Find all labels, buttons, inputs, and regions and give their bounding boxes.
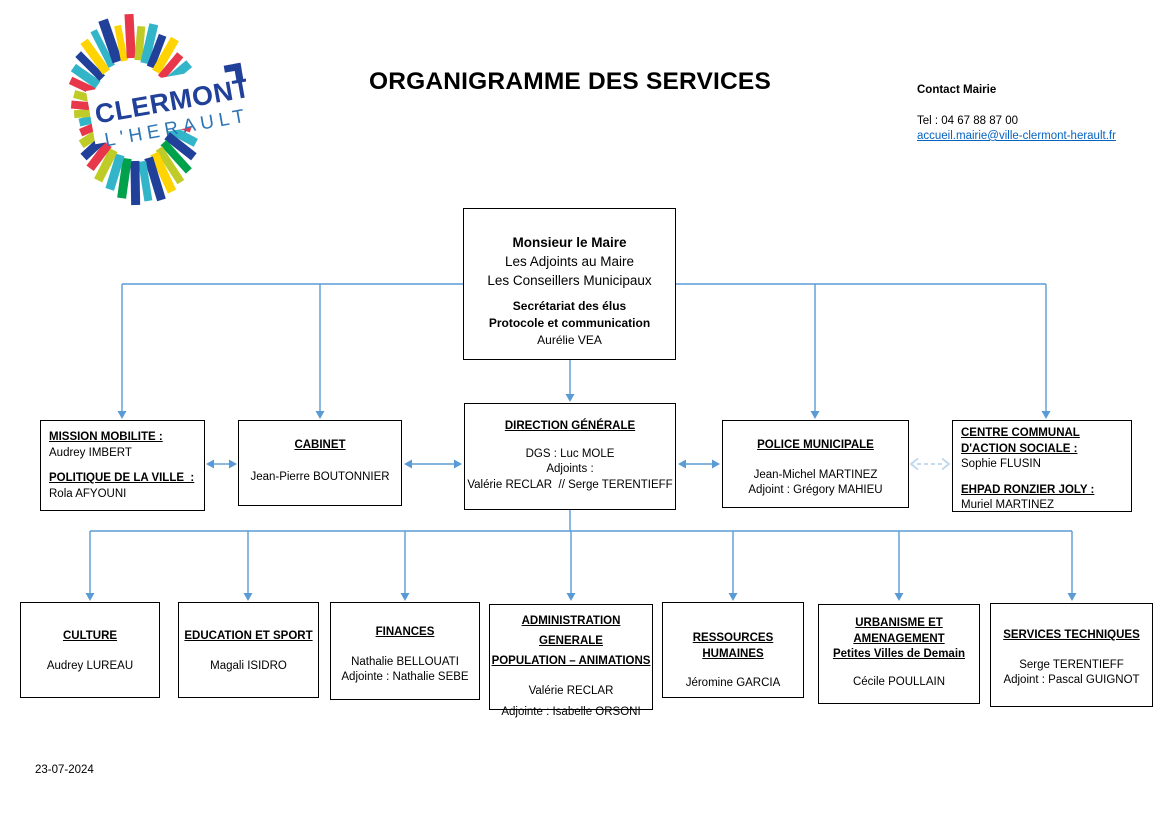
rh-name: Jéromine GARCIA bbox=[685, 677, 781, 690]
administration-generale-box: ADMINISTRATION GENERALE POPULATION – ANI… bbox=[489, 604, 653, 718]
urbanisme-title-line2: AMENAGEMENT bbox=[853, 632, 945, 645]
direction-generale-title: DIRECTION GÉNÉRALE bbox=[504, 420, 636, 432]
culture-title: CULTURE bbox=[62, 630, 118, 642]
services-techniques-title: SERVICES TECHNIQUES bbox=[1003, 629, 1140, 641]
police-municipale-box: POLICE MUNICIPALE Jean-Michel MARTINEZ A… bbox=[722, 420, 909, 508]
politique-ville-heading: POLITIQUE DE LA VILLE : bbox=[49, 472, 195, 485]
town-logo: CLERMONT L'HERAULT bbox=[68, 13, 246, 206]
direction-generale-box: DIRECTION GÉNÉRALE DGS : Luc MOLE Adjoin… bbox=[464, 403, 676, 510]
contact-block: Contact Mairie Tel : 04 67 88 87 00 accu… bbox=[917, 83, 1157, 144]
ccas-name: Sophie FLUSIN bbox=[961, 458, 1041, 471]
culture-box: CULTURE Audrey LUREAU bbox=[20, 602, 160, 698]
services-techniques-box: SERVICES TECHNIQUES Serge TERENTIEFF Adj… bbox=[990, 603, 1153, 707]
urbanisme-title-line1: URBANISME ET bbox=[855, 617, 943, 629]
culture-name: Audrey LUREAU bbox=[46, 659, 134, 672]
date-label: 23-07-2024 bbox=[35, 764, 94, 776]
urbanisme-name: Cécile POULLAIN bbox=[852, 675, 946, 688]
solid-arrowheads bbox=[85, 394, 1077, 601]
mayor-sub1: Secrétariat des élus bbox=[512, 299, 627, 314]
cabinet-name: Jean-Pierre BOUTONNIER bbox=[250, 470, 390, 483]
admin-title-line1: ADMINISTRATION GENERALE bbox=[521, 615, 621, 648]
contact-email-link[interactable]: accueil.mairie@ville-clermont-herault.fr bbox=[917, 129, 1116, 142]
services-techniques-name: Serge TERENTIEFF bbox=[1019, 658, 1124, 671]
mission-mobilite-heading: MISSION MOBILITE : bbox=[49, 431, 163, 443]
contact-phone: Tel : 04 67 88 87 00 bbox=[917, 114, 1019, 127]
dg-line3: Valérie RECLAR // Serge TERENTIEFF bbox=[467, 478, 673, 491]
services-techniques-adjoint: Adjoint : Pascal GUIGNOT bbox=[1003, 674, 1140, 687]
contact-heading: Contact Mairie bbox=[917, 84, 997, 96]
logo-corner-icon bbox=[223, 62, 244, 81]
politique-ville-name: Rola AFYOUNI bbox=[49, 487, 127, 500]
urbanisme-box: URBANISME ET AMENAGEMENT Petites Villes … bbox=[818, 604, 980, 704]
ehpad-name: Muriel MARTINEZ bbox=[961, 499, 1055, 512]
ehpad-heading: EHPAD RONZIER JOLY : bbox=[961, 483, 1095, 496]
admin-adjoint: Adjointe : Isabelle ORSONI bbox=[501, 706, 641, 719]
police-title: POLICE MUNICIPALE bbox=[757, 439, 874, 451]
mayor-box: Monsieur le Maire Les Adjoints au Maire … bbox=[463, 208, 676, 360]
cabinet-box: CABINET Jean-Pierre BOUTONNIER bbox=[238, 420, 402, 506]
admin-name: Valérie RECLAR bbox=[528, 685, 614, 698]
finances-name: Nathalie BELLOUATI bbox=[351, 655, 459, 668]
urbanisme-title-line3: Petites Villes de Demain bbox=[832, 648, 966, 661]
dashed-double-arrow bbox=[909, 457, 951, 471]
dg-line1: DGS : Luc MOLE bbox=[525, 447, 615, 460]
mayor-line2: Les Adjoints au Maire bbox=[504, 254, 635, 270]
police-line1: Jean-Michel MARTINEZ bbox=[753, 468, 878, 481]
finances-title: FINANCES bbox=[375, 626, 435, 638]
education-sport-name: Magali ISIDRO bbox=[210, 659, 287, 672]
finances-adjoint: Adjointe : Nathalie SEBE bbox=[341, 671, 469, 684]
mayor-line3: Les Conseillers Municipaux bbox=[487, 273, 652, 289]
finances-box: FINANCES Nathalie BELLOUATI Adjointe : N… bbox=[330, 602, 480, 700]
cabinet-title: CABINET bbox=[294, 439, 346, 451]
mayor-name: Aurélie VEA bbox=[537, 332, 602, 347]
education-sport-title: EDUCATION ET SPORT bbox=[184, 630, 313, 642]
police-line2: Adjoint : Grégory MAHIEU bbox=[748, 484, 883, 497]
education-sport-box: EDUCATION ET SPORT Magali ISIDRO bbox=[178, 602, 319, 698]
mayor-title: Monsieur le Maire bbox=[512, 235, 627, 250]
rh-title: RESSOURCES HUMAINES bbox=[692, 632, 774, 660]
mayor-sub2: Protocole et communication bbox=[488, 316, 651, 331]
mission-mobilite-name: Audrey IMBERT bbox=[49, 446, 132, 459]
ccas-box: CENTRE COMMUNAL D'ACTION SOCIALE : Sophi… bbox=[952, 420, 1132, 512]
ccas-heading: CENTRE COMMUNAL D'ACTION SOCIALE : bbox=[961, 427, 1080, 455]
admin-title-line2: POPULATION – ANIMATIONS bbox=[491, 655, 651, 668]
page-title: ORGANIGRAMME DES SERVICES bbox=[368, 68, 772, 95]
dg-line2: Adjoints : bbox=[546, 463, 594, 476]
ressources-humaines-box: RESSOURCES HUMAINES Jéromine GARCIA bbox=[662, 602, 804, 698]
mission-mobilite-box: MISSION MOBILITE : Audrey IMBERT POLITIQ… bbox=[40, 420, 205, 511]
